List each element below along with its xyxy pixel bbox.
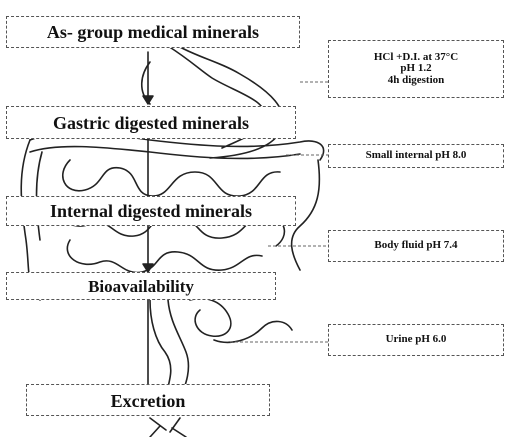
condition-box-stomach: HCl +D.I. at 37°C pH 1.2 4h digestion (328, 40, 504, 98)
stage-label: Bioavailability (88, 277, 194, 296)
stage-box-bioavailability: Bioavailability (6, 272, 276, 300)
condition-box-body-fluid: Body fluid pH 7.4 (328, 230, 504, 262)
condition-line: Urine pH 6.0 (329, 334, 503, 346)
condition-box-small-intestine: Small internal pH 8.0 (328, 144, 504, 168)
condition-line: Body fluid pH 7.4 (329, 240, 503, 252)
condition-line: 4h digestion (329, 75, 503, 87)
stage-box-medical-minerals: As- group medical minerals (6, 16, 300, 48)
stage-label: Gastric digested minerals (53, 113, 249, 133)
stage-label: Internal digested minerals (50, 201, 252, 221)
condition-box-urine: Urine pH 6.0 (328, 324, 504, 356)
stage-box-gastric-digested: Gastric digested minerals (6, 106, 296, 139)
stage-label: Excretion (111, 391, 186, 411)
stage-label: As- group medical minerals (47, 22, 259, 42)
stage-box-excretion: Excretion (26, 384, 270, 416)
condition-line: Small internal pH 8.0 (329, 150, 503, 162)
stage-box-internal-digested: Internal digested minerals (6, 196, 296, 226)
